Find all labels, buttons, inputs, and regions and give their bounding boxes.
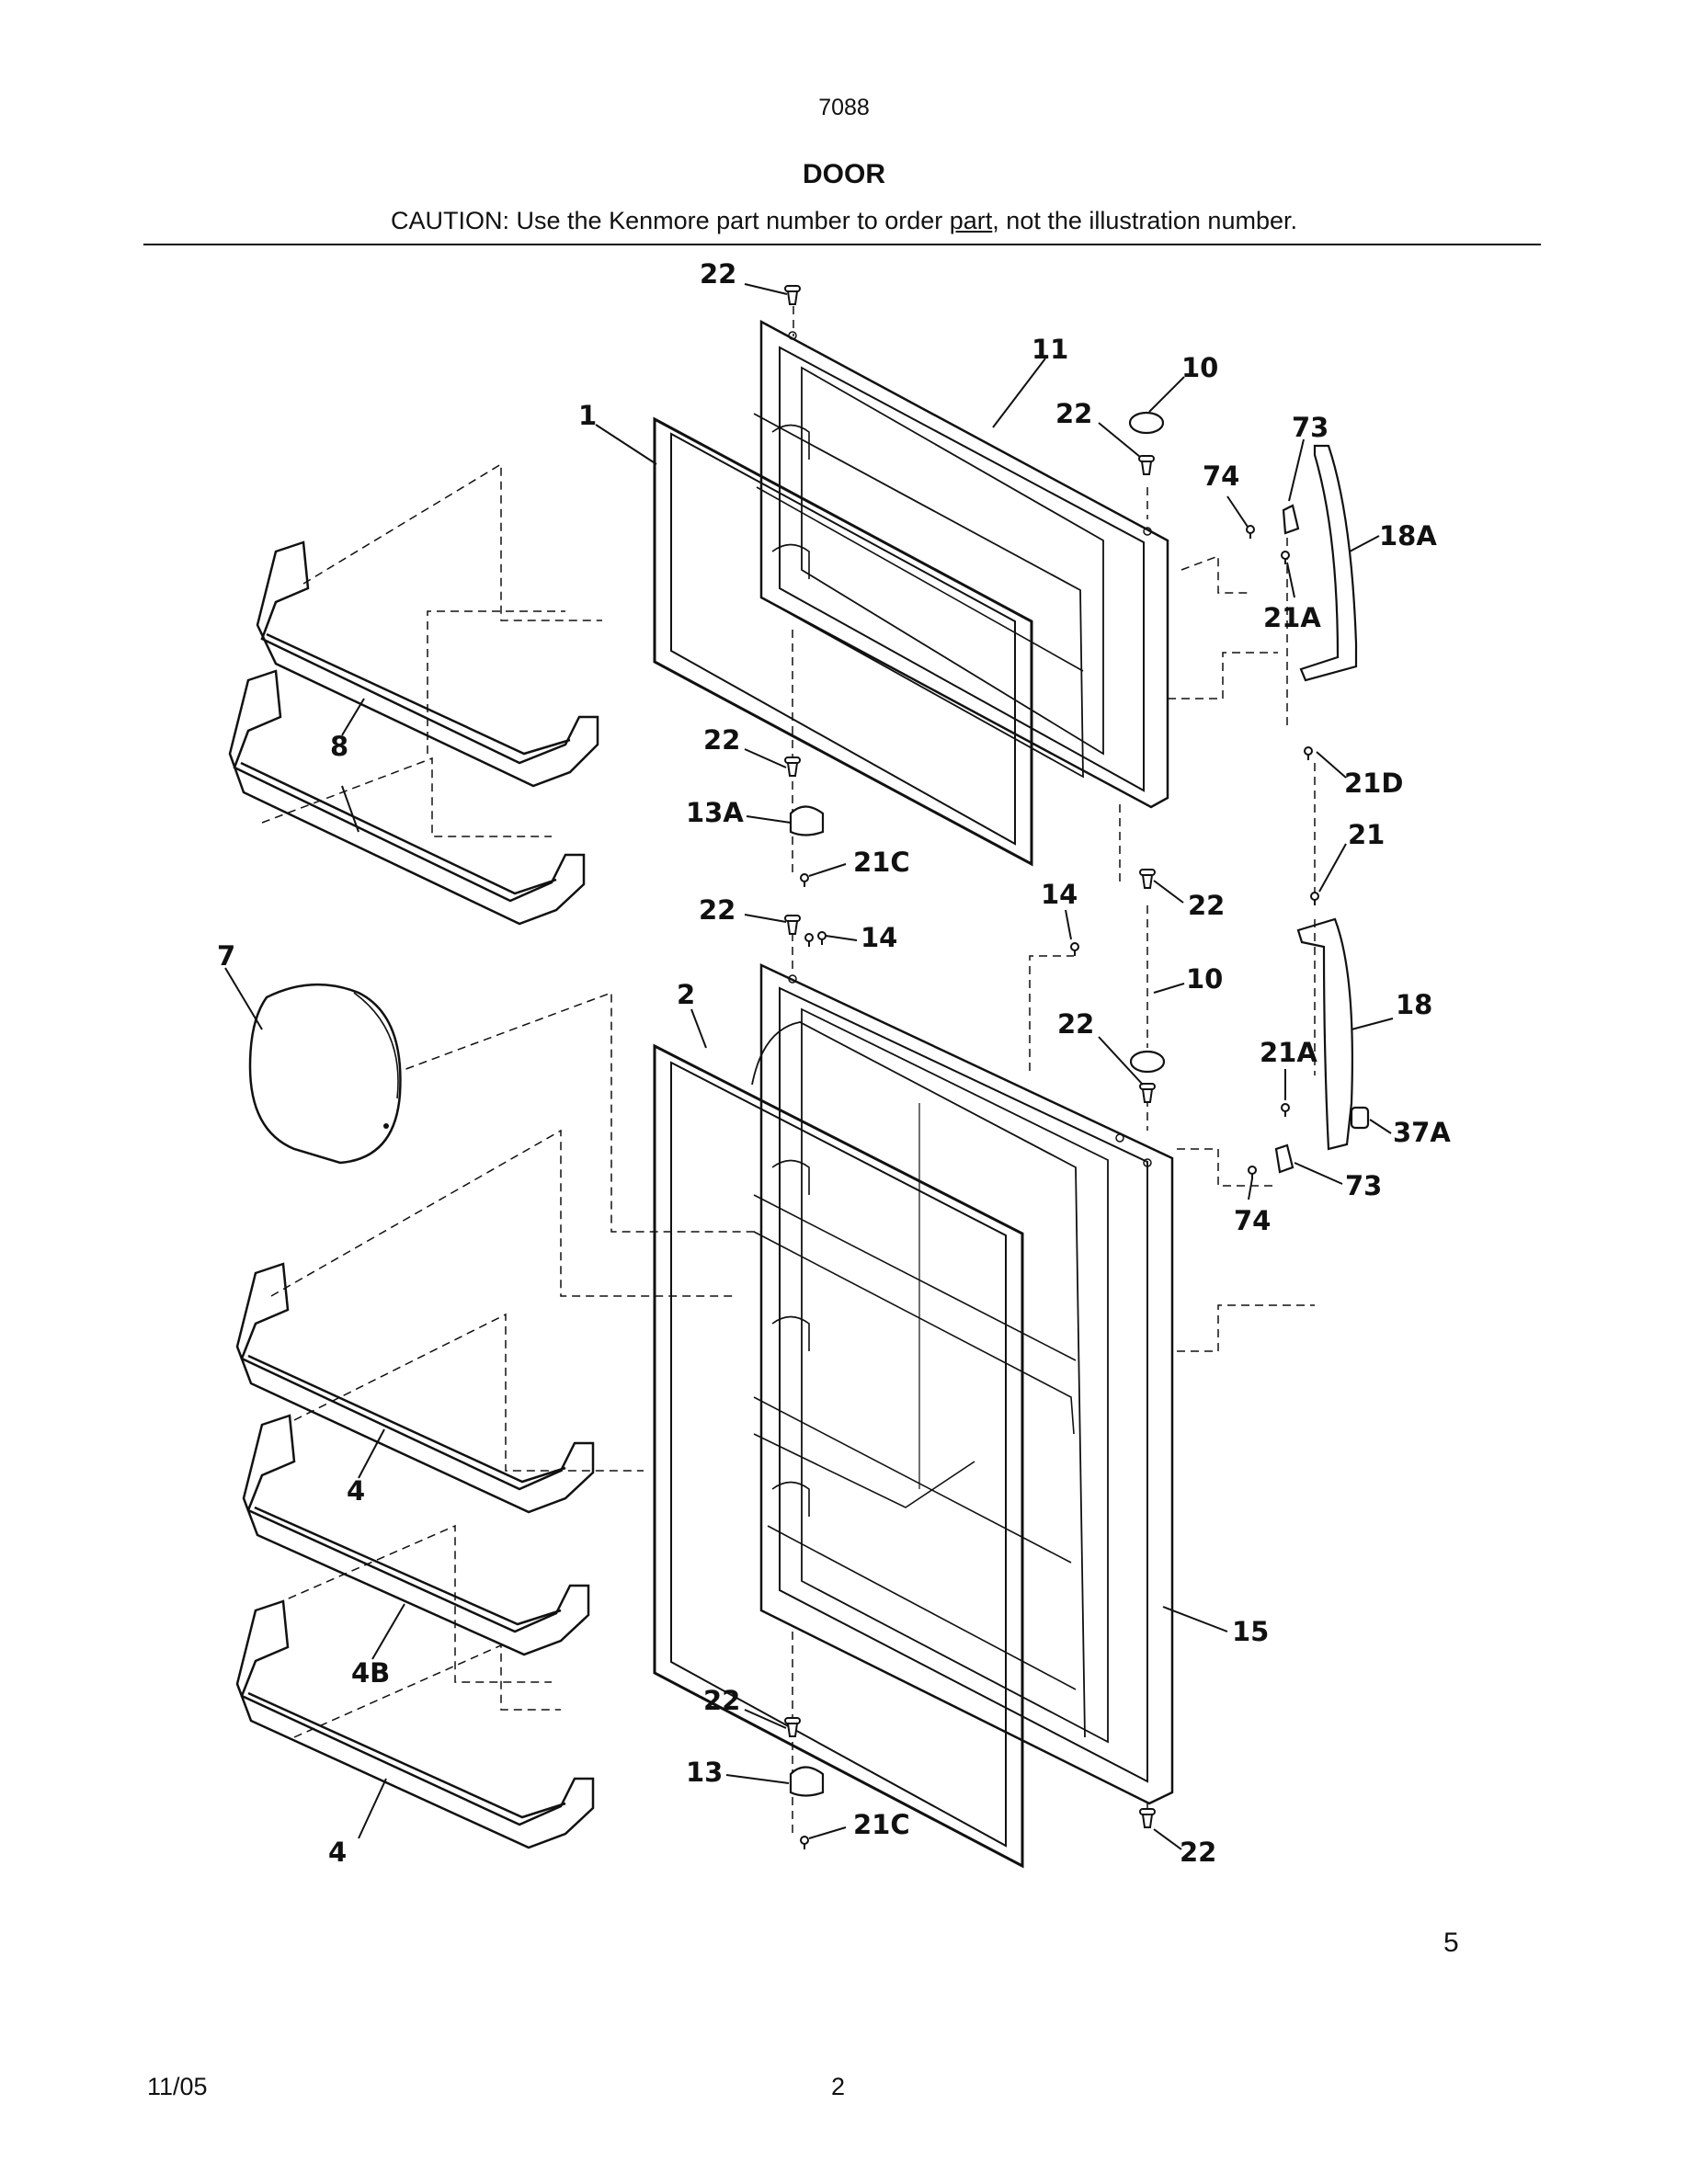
callout-freezer-handle-screw-74: 74 bbox=[1203, 461, 1239, 492]
dairy-door-drawing bbox=[248, 983, 402, 1165]
callout-labels: 22 11 10 1 22 73 74 18A 21A 8 22 13A 21C… bbox=[217, 258, 1451, 1868]
callout-freezer-bottom-screw: 22 bbox=[703, 724, 740, 756]
door-shelves-drawing bbox=[228, 540, 599, 1849]
callout-fresh-bottom-right-screw: 22 bbox=[1180, 1837, 1216, 1868]
leader-lines bbox=[224, 283, 1394, 1850]
callout-handle-insert: 37A bbox=[1393, 1117, 1451, 1148]
callout-freezer-hinge: 13A bbox=[686, 797, 744, 828]
callout-fresh-handle-screw-74: 74 bbox=[1234, 1205, 1271, 1236]
caution-text-start: CAUTION: Use the Kenmore part number to … bbox=[391, 207, 950, 234]
assembly-lines bbox=[261, 292, 1316, 1834]
callout-fresh-handle-screw-21a: 21A bbox=[1260, 1037, 1317, 1068]
callout-freezer-door: 11 bbox=[1032, 334, 1068, 365]
callout-freezer-handle-cap: 73 bbox=[1292, 412, 1329, 443]
handles-drawing bbox=[789, 411, 1370, 1797]
freezer-door-drawing bbox=[753, 319, 1169, 809]
callout-fresh-handle-cap: 73 bbox=[1345, 1170, 1382, 1201]
callout-freezer-shelf: 8 bbox=[330, 731, 348, 762]
callout-shelf-lower: 4 bbox=[328, 1837, 347, 1868]
callout-fresh-top-screw: 22 bbox=[699, 894, 736, 926]
callout-fresh-plug: 10 bbox=[1186, 963, 1223, 995]
callout-freezer-door-screw: 22 bbox=[1055, 398, 1092, 429]
callout-freezer-handle-screw-21a: 21A bbox=[1263, 602, 1321, 633]
page-title: DOOR bbox=[803, 159, 885, 189]
callout-freezer-handle: 18A bbox=[1379, 520, 1437, 552]
callout-fresh-door: 15 bbox=[1232, 1616, 1269, 1647]
footer-date: 11/05 bbox=[147, 2073, 208, 2100]
callout-shelf-upper: 4 bbox=[347, 1475, 365, 1507]
callout-fresh-handle-screw-21: 21 bbox=[1348, 819, 1385, 850]
corner-number: 5 bbox=[1443, 1928, 1459, 1958]
freezer-gasket-drawing bbox=[653, 416, 1033, 867]
callout-fresh-gasket: 2 bbox=[677, 979, 695, 1010]
callout-freezer-handle-screw-21d: 21D bbox=[1344, 768, 1403, 799]
callout-stop-14-center: 14 bbox=[1041, 879, 1078, 910]
callout-stop-14-left: 14 bbox=[861, 922, 897, 953]
callout-bottom-hinge-screw: 21C bbox=[853, 1809, 910, 1840]
callout-freezer-hinge-screw: 21C bbox=[853, 847, 910, 878]
fresh-food-gasket-drawing bbox=[653, 1043, 1024, 1869]
caution-note: CAUTION: Use the Kenmore part number to … bbox=[0, 207, 1688, 235]
caution-text-end: , not the illustration number. bbox=[992, 207, 1297, 234]
callout-fresh-bottom-screw: 22 bbox=[703, 1685, 740, 1716]
callout-freezer-plug: 10 bbox=[1181, 352, 1218, 383]
callout-top-hinge-screw: 22 bbox=[700, 258, 736, 290]
callout-fresh-door-screw: 22 bbox=[1057, 1008, 1094, 1040]
callout-shelf-middle: 4B bbox=[351, 1657, 390, 1689]
callout-bottom-hinge: 13 bbox=[686, 1757, 723, 1788]
caution-underlined-word: part bbox=[949, 207, 993, 234]
callout-freezer-gasket: 1 bbox=[578, 400, 597, 431]
fresh-food-door-drawing bbox=[751, 963, 1174, 1805]
callout-dairy-door: 7 bbox=[217, 940, 235, 972]
callout-fresh-handle: 18 bbox=[1396, 989, 1432, 1020]
callout-freezer-bottom-right-screw: 22 bbox=[1188, 890, 1225, 921]
page-number: 2 bbox=[831, 2073, 846, 2100]
header-rule bbox=[143, 244, 1541, 245]
model-number: 7088 bbox=[818, 95, 870, 120]
